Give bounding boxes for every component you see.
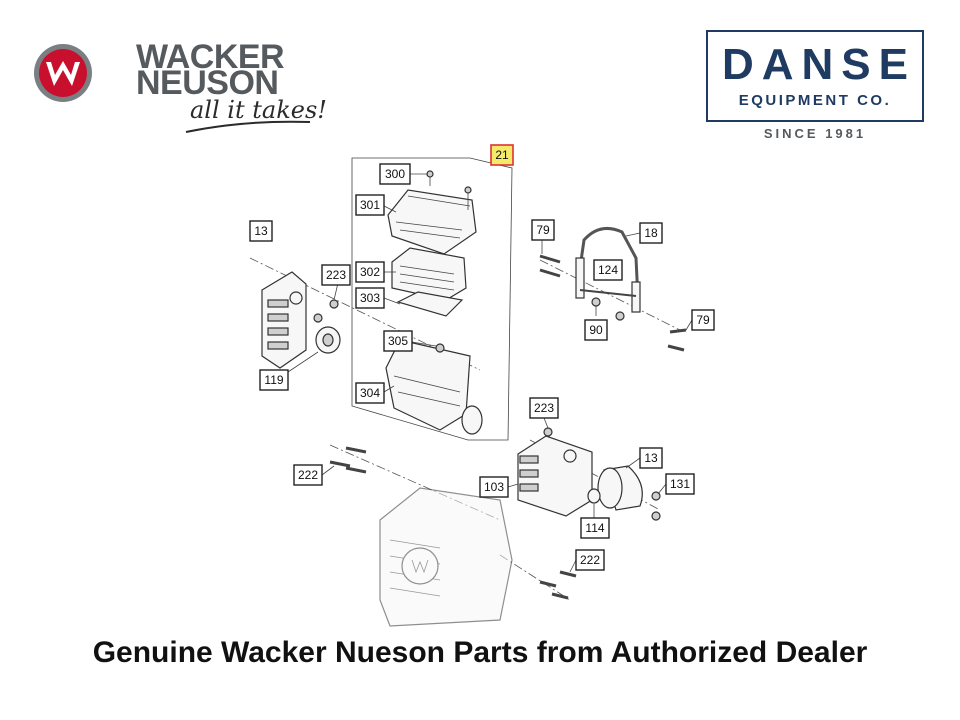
parts-diagram: 21 300 301 302 303 305 304 13 223 119 79 (249, 144, 715, 627)
callout-21: 21 (490, 144, 514, 166)
dealer-subtitle: EQUIPMENT CO. (738, 92, 892, 109)
callout-label: 304 (360, 386, 380, 400)
nut-icon (615, 311, 625, 321)
callout-305: 305 (383, 330, 413, 352)
callout-label: 13 (644, 451, 658, 465)
callout-301: 301 (355, 194, 385, 216)
air-filter-cover (387, 189, 477, 255)
bolt-icon (551, 592, 569, 600)
engine-block (379, 487, 513, 627)
callout-223-left: 223 (321, 264, 351, 286)
callout-label: 79 (696, 313, 710, 327)
callout-label: 302 (360, 265, 380, 279)
callout-222-right: 222 (575, 549, 605, 571)
bolt-icon (539, 268, 561, 278)
callout-label: 131 (670, 477, 690, 491)
callout-label: 303 (360, 291, 380, 305)
callout-label: 222 (298, 468, 318, 482)
nut-icon (329, 299, 339, 309)
callout-label: 301 (360, 198, 380, 212)
callout-131: 131 (665, 473, 695, 495)
callout-300: 300 (379, 163, 411, 185)
wacker-neuson-wordmark: WACKER NEUSON (136, 38, 285, 102)
wordmark-line-1: WACKER (136, 38, 285, 76)
right-mounting-bracket (517, 435, 593, 517)
air-filter-element (391, 247, 467, 301)
screw-icon (464, 186, 472, 210)
callout-18: 18 (639, 222, 663, 244)
dealer-name: DANSE (721, 40, 917, 89)
gasket-ring-icon (315, 326, 341, 354)
callout-label: 223 (534, 401, 554, 415)
footer-caption: Genuine Wacker Nueson Parts from Authori… (92, 636, 868, 669)
callout-label: 222 (580, 553, 600, 567)
callout-label: 21 (495, 148, 509, 162)
callout-label: 79 (536, 223, 550, 237)
callout-222-left: 222 (293, 464, 323, 486)
callout-13-right: 13 (639, 447, 663, 469)
callout-304: 304 (355, 382, 385, 404)
callout-79-right: 79 (691, 309, 715, 331)
callout-79-top: 79 (531, 219, 555, 241)
callout-119: 119 (259, 369, 289, 391)
bolt-icon (539, 580, 557, 588)
callout-label: 305 (388, 334, 408, 348)
callout-label: 119 (264, 373, 283, 387)
callout-124: 124 (593, 259, 623, 281)
assembly-bracket (351, 157, 513, 441)
muffler-canister (597, 465, 643, 511)
callout-label: 223 (326, 268, 346, 282)
nut-icon (591, 297, 601, 307)
dealer-since: SINCE 1981 (763, 126, 867, 141)
callout-label: 13 (254, 224, 268, 238)
bolt-icon (559, 570, 577, 578)
wordmark-line-2: NEUSON (136, 64, 279, 102)
callout-223-right: 223 (529, 397, 559, 419)
callout-303: 303 (355, 287, 385, 309)
callout-13-left: 13 (249, 220, 273, 242)
callout-label: 90 (589, 323, 603, 337)
nut-icon (313, 313, 323, 323)
bolt-icon (345, 446, 367, 454)
callout-label: 114 (585, 521, 604, 535)
air-filter-housing (385, 339, 483, 435)
callout-114: 114 (580, 517, 610, 539)
callout-302: 302 (355, 261, 385, 283)
tagline-underline-icon (185, 120, 311, 133)
left-mounting-bracket (261, 271, 307, 369)
wacker-neuson-logo-icon (34, 44, 92, 102)
callout-label: 18 (644, 226, 658, 240)
callout-label: 300 (385, 167, 405, 181)
nut-icon (651, 511, 661, 521)
dealer-logo: DANSE EQUIPMENT CO. (706, 30, 924, 122)
callout-103: 103 (479, 476, 509, 498)
callout-label: 124 (598, 263, 618, 277)
support-rod-bracket (575, 226, 641, 313)
callout-90: 90 (584, 319, 608, 341)
bolt-icon (539, 254, 561, 264)
screw-icon (426, 170, 434, 186)
nut-icon (543, 427, 553, 437)
gasket-ring-icon (587, 488, 601, 504)
callout-label: 103 (484, 480, 504, 494)
bolt-icon (329, 460, 351, 468)
bolt-icon (667, 344, 685, 352)
bolt-icon (345, 466, 367, 474)
bolt-icon (669, 328, 687, 334)
brand-tagline: all it takes! (190, 96, 327, 124)
pre-filter-pad (396, 291, 464, 317)
